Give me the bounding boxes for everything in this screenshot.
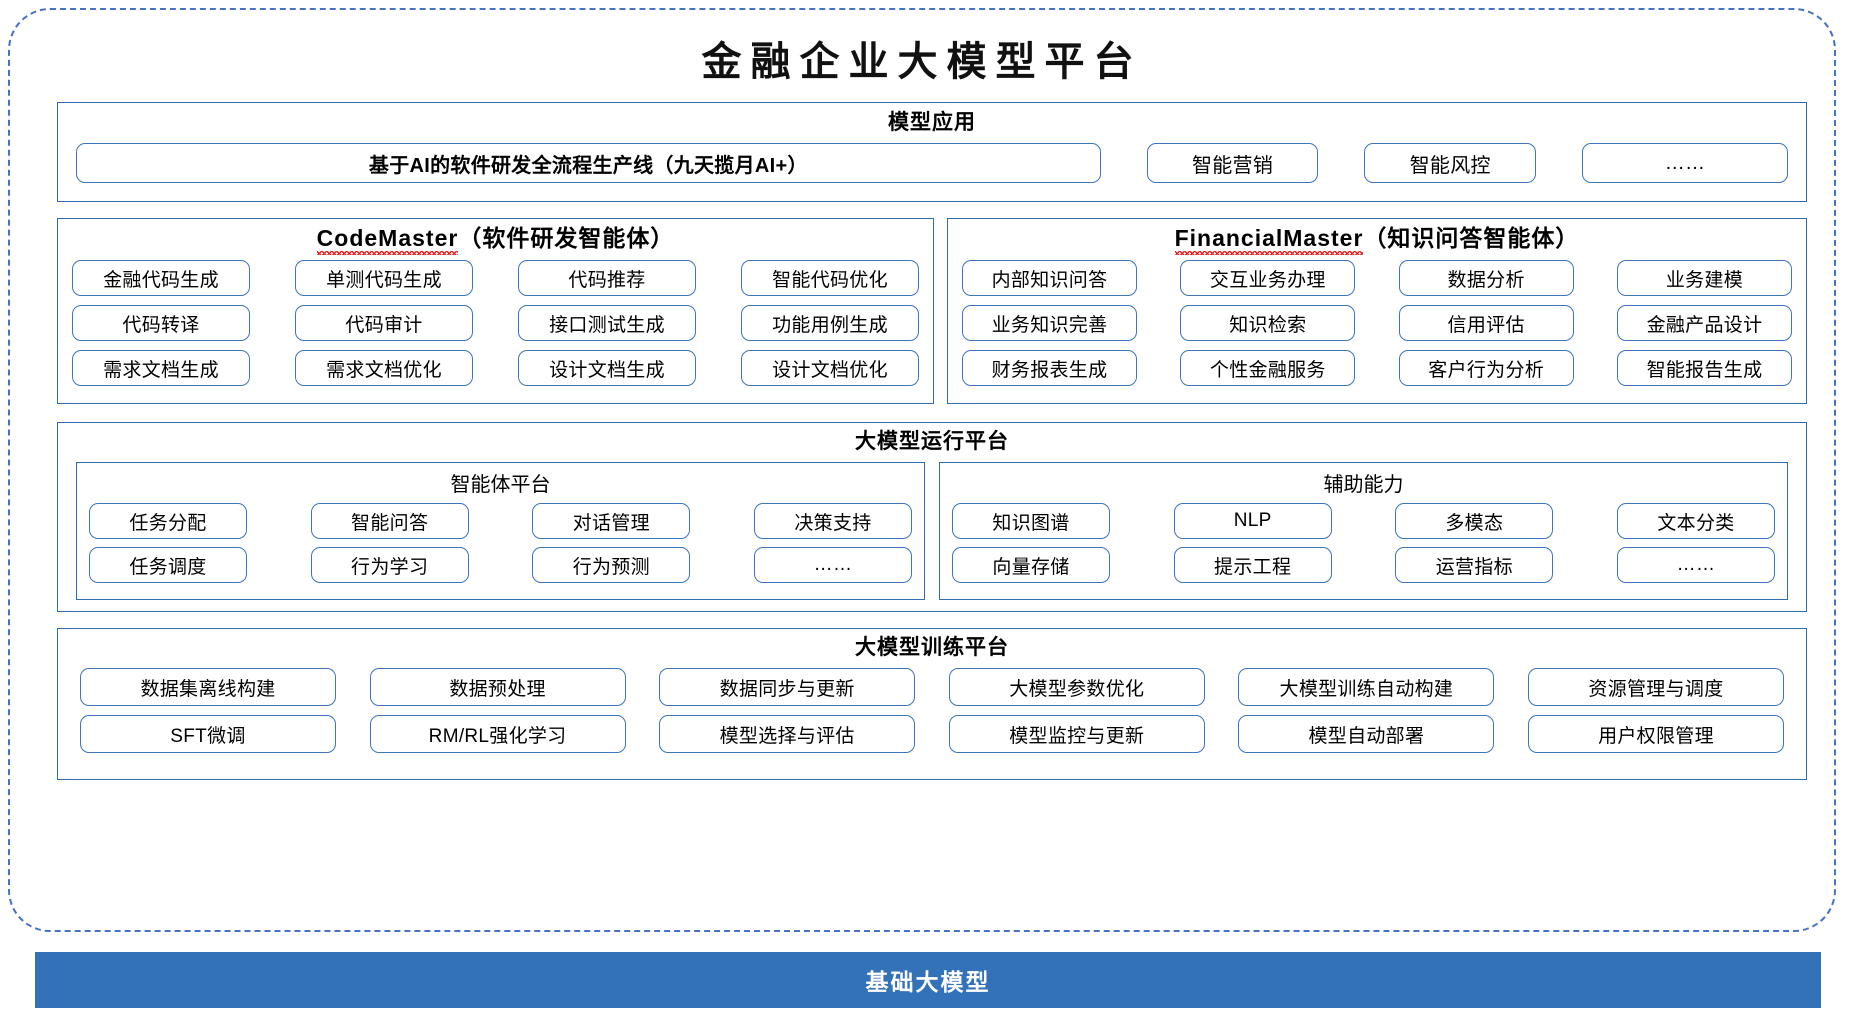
section-model-applications: 模型应用 基于AI的软件研发全流程生产线（九天揽月AI+） 智能营销 智能风控 … <box>57 102 1807 202</box>
chip-model-select-eval[interactable]: 模型选择与评估 <box>659 715 916 754</box>
platform-outer-frame: 金融企业大模型平台 模型应用 基于AI的软件研发全流程生产线（九天揽月AI+） … <box>8 8 1836 932</box>
chip-model-monitor-update[interactable]: 模型监控与更新 <box>948 715 1205 754</box>
chip-design-doc-optimize[interactable]: 设计文档优化 <box>741 350 919 387</box>
chip-requirement-doc-gen[interactable]: 需求文档生成 <box>72 350 250 387</box>
subpanel-title-agent-platform: 智能体平台 <box>450 474 551 497</box>
section-financialmaster: FinancialMaster（知识问答智能体） 内部知识问答 交互业务办理 数… <box>947 218 1807 404</box>
chip-personalized-finance-service[interactable]: 个性金融服务 <box>1180 350 1356 387</box>
page-title: 金融企业大模型平台 <box>701 38 1143 85</box>
section-model-runtime-platform: 大模型运行平台 智能体平台 任务分配 智能问答 对话管理 决策支持 任务调度 行… <box>57 422 1807 612</box>
chip-business-knowledge-improve[interactable]: 业务知识完善 <box>962 305 1137 342</box>
chip-training-auto-build[interactable]: 大模型训练自动构建 <box>1238 668 1495 707</box>
chip-decision-support[interactable]: 决策支持 <box>753 503 912 540</box>
model-application-items: 基于AI的软件研发全流程生产线（九天揽月AI+） 智能营销 智能风控 …… <box>58 143 1806 184</box>
codemaster-row-2: 代码转译 代码审计 接口测试生成 功能用例生成 <box>72 305 919 342</box>
chip-customer-behavior-analysis[interactable]: 客户行为分析 <box>1398 350 1574 387</box>
codemaster-row-1: 金融代码生成 单测代码生成 代码推荐 智能代码优化 <box>72 260 919 297</box>
agent-platform-row-1: 任务分配 智能问答 对话管理 决策支持 <box>89 503 912 540</box>
chip-nlp[interactable]: NLP <box>1173 503 1332 540</box>
app-pill-smart-risk-control[interactable]: 智能风控 <box>1364 143 1537 184</box>
codemaster-capability-grid: 金融代码生成 单测代码生成 代码推荐 智能代码优化 代码转译 代码审计 接口测试… <box>58 260 933 387</box>
chip-behavior-learning[interactable]: 行为学习 <box>310 547 469 584</box>
chip-resource-management[interactable]: 资源管理与调度 <box>1527 668 1784 707</box>
chip-dialog-management[interactable]: 对话管理 <box>532 503 691 540</box>
chip-text-classification[interactable]: 文本分类 <box>1616 503 1775 540</box>
chip-function-case-gen[interactable]: 功能用例生成 <box>741 305 919 342</box>
section-codemaster: CodeMaster（软件研发智能体） 金融代码生成 单测代码生成 代码推荐 智… <box>57 218 934 404</box>
chip-code-transpile[interactable]: 代码转译 <box>72 305 250 342</box>
chip-knowledge-graph[interactable]: 知识图谱 <box>952 503 1110 540</box>
chip-smart-report-gen[interactable]: 智能报告生成 <box>1616 350 1792 387</box>
financialmaster-name: FinancialMaster <box>1174 225 1364 256</box>
chip-model-param-optimize[interactable]: 大模型参数优化 <box>948 668 1205 707</box>
app-pill-smart-marketing[interactable]: 智能营销 <box>1146 143 1319 184</box>
chip-internal-knowledge-qa[interactable]: 内部知识问答 <box>962 260 1137 297</box>
subpanel-auxiliary-capability: 辅助能力 知识图谱 NLP 多模态 文本分类 向量存储 提示工程 运营指标 …… <box>939 462 1788 601</box>
foundation-model-bar: 基础大模型 <box>35 952 1821 1008</box>
financialmaster-row-3: 财务报表生成 个性金融服务 客户行为分析 智能报告生成 <box>962 350 1792 387</box>
chip-code-recommend[interactable]: 代码推荐 <box>518 260 696 297</box>
chip-agent-platform-more[interactable]: …… <box>753 547 912 584</box>
chip-data-sync-update[interactable]: 数据同步与更新 <box>659 668 916 707</box>
chip-task-scheduling[interactable]: 任务调度 <box>89 547 247 584</box>
chip-data-preprocessing[interactable]: 数据预处理 <box>369 668 626 707</box>
chip-model-auto-deploy[interactable]: 模型自动部署 <box>1238 715 1495 754</box>
chip-rm-rl-learning[interactable]: RM/RL强化学习 <box>369 715 626 754</box>
chip-api-test-gen[interactable]: 接口测试生成 <box>518 305 696 342</box>
codemaster-row-3: 需求文档生成 需求文档优化 设计文档生成 设计文档优化 <box>72 350 919 387</box>
subpanel-agent-platform: 智能体平台 任务分配 智能问答 对话管理 决策支持 任务调度 行为学习 行为预测… <box>76 462 925 601</box>
chip-vector-store[interactable]: 向量存储 <box>952 547 1110 584</box>
chip-smart-code-optimize[interactable]: 智能代码优化 <box>741 260 919 297</box>
codemaster-name: CodeMaster <box>316 225 459 256</box>
chip-financial-statement-gen[interactable]: 财务报表生成 <box>962 350 1137 387</box>
chip-unit-test-gen[interactable]: 单测代码生成 <box>295 260 473 297</box>
chip-prompt-engineering[interactable]: 提示工程 <box>1173 547 1332 584</box>
runtime-subpanels: 智能体平台 任务分配 智能问答 对话管理 决策支持 任务调度 行为学习 行为预测… <box>58 462 1806 601</box>
financialmaster-suffix: （知识问答智能体） <box>1363 225 1580 251</box>
section-title-model-applications: 模型应用 <box>888 111 976 134</box>
subpanel-title-auxiliary-capability: 辅助能力 <box>1323 474 1404 497</box>
financialmaster-row-1: 内部知识问答 交互业务办理 数据分析 业务建模 <box>962 260 1792 297</box>
chip-requirement-doc-optimize[interactable]: 需求文档优化 <box>295 350 473 387</box>
section-title-training-platform: 大模型训练平台 <box>855 636 1009 659</box>
chip-data-analysis[interactable]: 数据分析 <box>1398 260 1574 297</box>
chip-credit-assessment[interactable]: 信用评估 <box>1398 305 1574 342</box>
chip-knowledge-retrieval[interactable]: 知识检索 <box>1180 305 1356 342</box>
financialmaster-capability-grid: 内部知识问答 交互业务办理 数据分析 业务建模 业务知识完善 知识检索 信用评估… <box>948 260 1806 387</box>
aux-capability-row-1: 知识图谱 NLP 多模态 文本分类 <box>952 503 1775 540</box>
chip-business-modeling[interactable]: 业务建模 <box>1616 260 1792 297</box>
section-title-financialmaster: FinancialMaster（知识问答智能体） <box>948 225 1806 256</box>
section-title-codemaster: CodeMaster（软件研发智能体） <box>58 225 933 256</box>
chip-interactive-business[interactable]: 交互业务办理 <box>1180 260 1356 297</box>
training-row-1: 数据集离线构建 数据预处理 数据同步与更新 大模型参数优化 大模型训练自动构建 … <box>80 668 1784 707</box>
app-pill-ai-pipeline[interactable]: 基于AI的软件研发全流程生产线（九天揽月AI+） <box>76 143 1101 184</box>
section-model-training-platform: 大模型训练平台 数据集离线构建 数据预处理 数据同步与更新 大模型参数优化 大模… <box>57 628 1807 780</box>
financialmaster-row-2: 业务知识完善 知识检索 信用评估 金融产品设计 <box>962 305 1792 342</box>
chip-behavior-prediction[interactable]: 行为预测 <box>532 547 691 584</box>
chip-dataset-offline-build[interactable]: 数据集离线构建 <box>80 668 336 707</box>
chip-task-allocation[interactable]: 任务分配 <box>89 503 247 540</box>
chip-code-audit[interactable]: 代码审计 <box>295 305 473 342</box>
chip-design-doc-gen[interactable]: 设计文档生成 <box>518 350 696 387</box>
training-row-2: SFT微调 RM/RL强化学习 模型选择与评估 模型监控与更新 模型自动部署 用… <box>80 715 1784 754</box>
chip-operation-metrics[interactable]: 运营指标 <box>1395 547 1554 584</box>
foundation-model-label: 基础大模型 <box>865 969 991 995</box>
aux-capability-row-2: 向量存储 提示工程 运营指标 …… <box>952 547 1775 584</box>
section-title-runtime-platform: 大模型运行平台 <box>855 430 1009 453</box>
agent-platform-row-2: 任务调度 行为学习 行为预测 …… <box>89 547 912 584</box>
chip-user-permission-management[interactable]: 用户权限管理 <box>1527 715 1784 754</box>
chip-multimodal[interactable]: 多模态 <box>1395 503 1554 540</box>
chip-sft-finetune[interactable]: SFT微调 <box>80 715 336 754</box>
chip-smart-qa[interactable]: 智能问答 <box>310 503 469 540</box>
chip-code-finance-gen[interactable]: 金融代码生成 <box>72 260 250 297</box>
chip-aux-capability-more[interactable]: …… <box>1616 547 1775 584</box>
codemaster-suffix: （软件研发智能体） <box>458 225 675 251</box>
chip-financial-product-design[interactable]: 金融产品设计 <box>1616 305 1792 342</box>
training-capability-grid: 数据集离线构建 数据预处理 数据同步与更新 大模型参数优化 大模型训练自动构建 … <box>58 668 1806 754</box>
app-pill-more[interactable]: …… <box>1582 143 1788 184</box>
